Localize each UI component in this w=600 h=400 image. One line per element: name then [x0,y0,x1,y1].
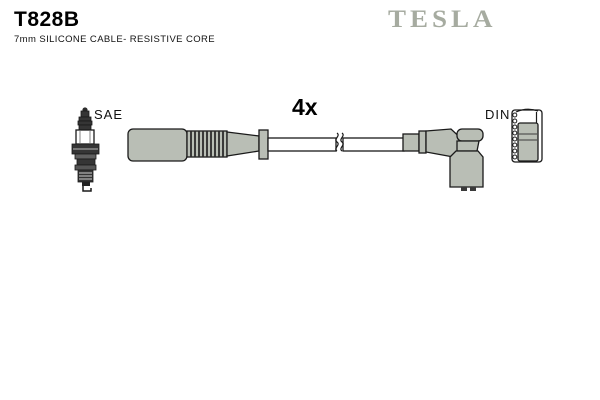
product-subtitle: 7mm SILICONE CABLE- RESISTIVE CORE [14,34,216,45]
din-connector-label: DIN [485,107,511,122]
din-boot-icon [402,128,484,191]
cable-icon [267,132,405,152]
din-terminal-icon [511,108,543,163]
part-number: T828B [14,8,80,31]
cable-break-icon [335,132,344,152]
sae-connector-label: SAE [94,107,124,122]
spark-plug-icon [71,107,100,192]
tesla-brand-logo: TESLA [388,5,497,33]
sae-boot-icon [127,128,269,162]
quantity-label: 4x [292,94,318,120]
